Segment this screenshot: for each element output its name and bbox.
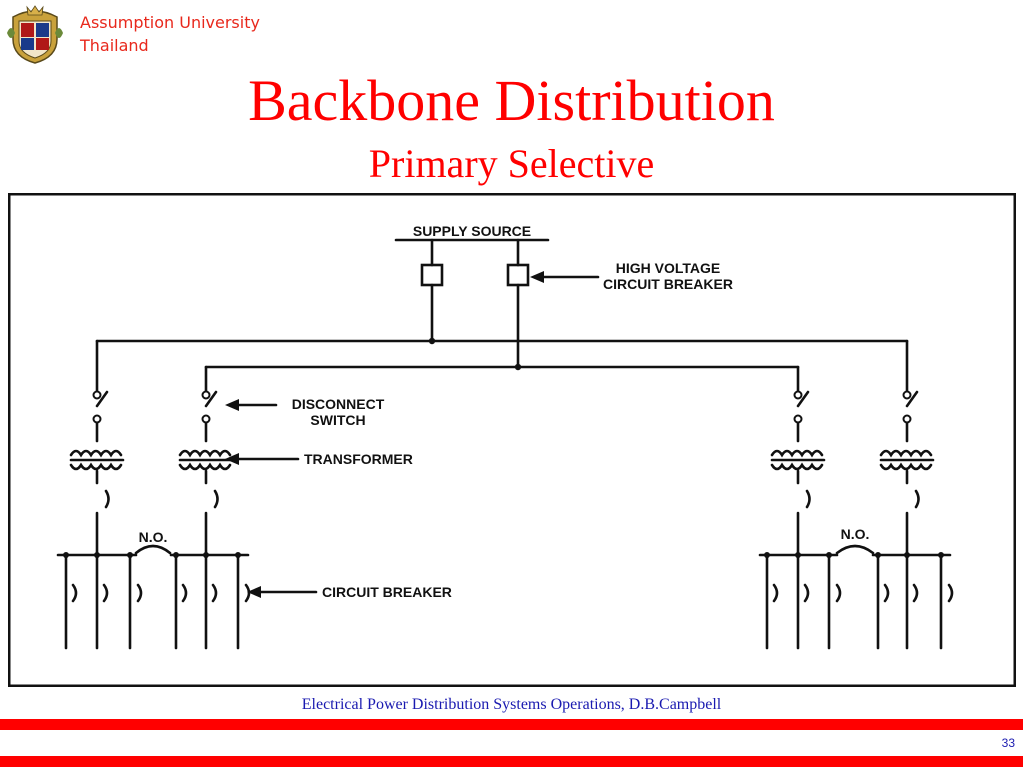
page-number: 33 (1001, 736, 1015, 750)
hv-breaker-label-line1: HIGH VOLTAGE (616, 260, 720, 276)
transformer-label: TRANSFORMER (304, 451, 413, 467)
slide-subtitle: Primary Selective (368, 141, 655, 186)
disconnect-switch-label-line1: DISCONNECT (292, 396, 385, 412)
disconnect-switch-label-line2: SWITCH (310, 412, 365, 428)
footer-bar-top (0, 719, 1023, 730)
footer-citation: Electrical Power Distribution Systems Op… (301, 696, 722, 713)
footer-bar-bottom (0, 756, 1023, 767)
circuit-breaker-label: CIRCUIT BREAKER (322, 584, 452, 600)
hv-breaker-label-line2: CIRCUIT BREAKER (603, 276, 733, 292)
slide-title: Backbone Distribution (248, 68, 775, 133)
supply-source-label: SUPPLY SOURCE (413, 223, 531, 239)
university-name-line1: Assumption University (80, 13, 260, 32)
university-logo (7, 5, 63, 64)
university-name-line2: Thailand (80, 36, 149, 55)
primary-selective-diagram: SUPPLY SOURCE HIGH VOLTAGE CIRCUIT BREAK… (8, 193, 1016, 687)
normally-open-label-left: N.O. (139, 529, 168, 545)
university-name: Assumption University Thailand (80, 11, 260, 57)
normally-open-label-right: N.O. (841, 526, 870, 542)
